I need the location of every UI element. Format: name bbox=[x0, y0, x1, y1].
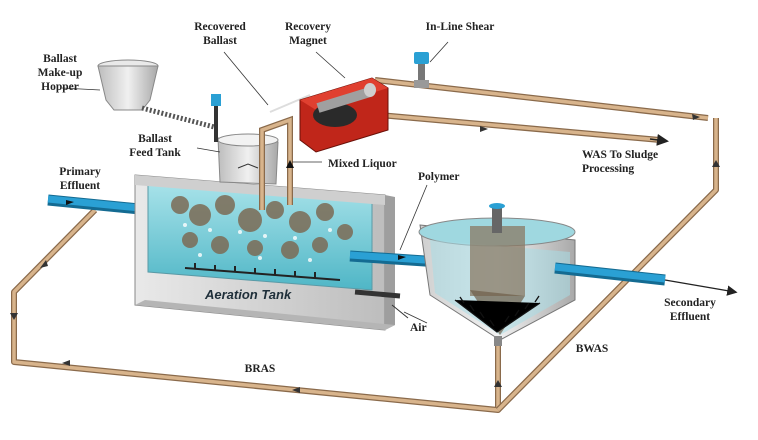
svg-text:Effluent: Effluent bbox=[670, 311, 710, 323]
bwas-pipe-inner bbox=[374, 78, 718, 412]
svg-text:Recovered: Recovered bbox=[194, 21, 246, 33]
aeration-tank: Aeration Tank bbox=[134, 174, 395, 331]
label-air: Air bbox=[410, 322, 427, 334]
ballast-hopper bbox=[97, 59, 219, 131]
svg-text:Ballast: Ballast bbox=[203, 35, 237, 47]
svg-text:Effluent: Effluent bbox=[60, 180, 100, 192]
label-was: WAS To Sludge Processing bbox=[582, 149, 658, 175]
label-bwas: BWAS bbox=[576, 343, 609, 355]
label-polymer: Polymer bbox=[418, 171, 460, 183]
svg-text:Ballast: Ballast bbox=[43, 53, 77, 65]
svg-text:Feed Tank: Feed Tank bbox=[129, 147, 181, 159]
label-primary-effluent: Primary Effluent bbox=[59, 166, 101, 192]
air-diffuser bbox=[184, 263, 341, 281]
was-arrow bbox=[649, 133, 669, 146]
svg-text:Secondary: Secondary bbox=[664, 297, 716, 309]
label-secondary-effluent: Secondary Effluent bbox=[664, 297, 716, 323]
label-inline-shear: In-Line Shear bbox=[426, 21, 495, 33]
svg-text:Recovery: Recovery bbox=[285, 21, 331, 33]
air-pipe bbox=[354, 289, 409, 319]
svg-text:Make-up: Make-up bbox=[38, 67, 83, 79]
svg-text:Ballast: Ballast bbox=[138, 133, 172, 145]
riser-pipes bbox=[259, 94, 311, 210]
label-mixed-liquor: Mixed Liquor bbox=[328, 158, 397, 170]
svg-text:Processing: Processing bbox=[582, 163, 634, 175]
leader-lines bbox=[61, 41, 449, 324]
aeration-tank-label: Aeration Tank bbox=[204, 287, 292, 302]
label-recovery-magnet: Recovery Magnet bbox=[285, 21, 331, 47]
label-recovered-ballast: Recovered Ballast bbox=[194, 21, 246, 47]
svg-text:Magnet: Magnet bbox=[289, 35, 327, 47]
label-bras: BRAS bbox=[245, 363, 276, 375]
clarifier bbox=[418, 203, 576, 346]
ballast-feed-tank bbox=[211, 94, 279, 185]
svg-text:WAS To Sludge: WAS To Sludge bbox=[582, 149, 658, 161]
bras-pipe-inner bbox=[12, 208, 500, 412]
svg-text:Primary: Primary bbox=[59, 166, 101, 178]
secondary-effluent-pipe bbox=[554, 262, 738, 296]
recovery-magnet bbox=[299, 77, 389, 153]
flow-arrows bbox=[10, 114, 720, 393]
inline-shear bbox=[414, 52, 429, 88]
floc-particles bbox=[171, 195, 353, 259]
label-ballast-feed-tank: Ballast Feed Tank bbox=[129, 133, 181, 159]
svg-text:Hopper: Hopper bbox=[41, 81, 79, 93]
label-ballast-hopper: Ballast Make-up Hopper bbox=[38, 53, 83, 93]
